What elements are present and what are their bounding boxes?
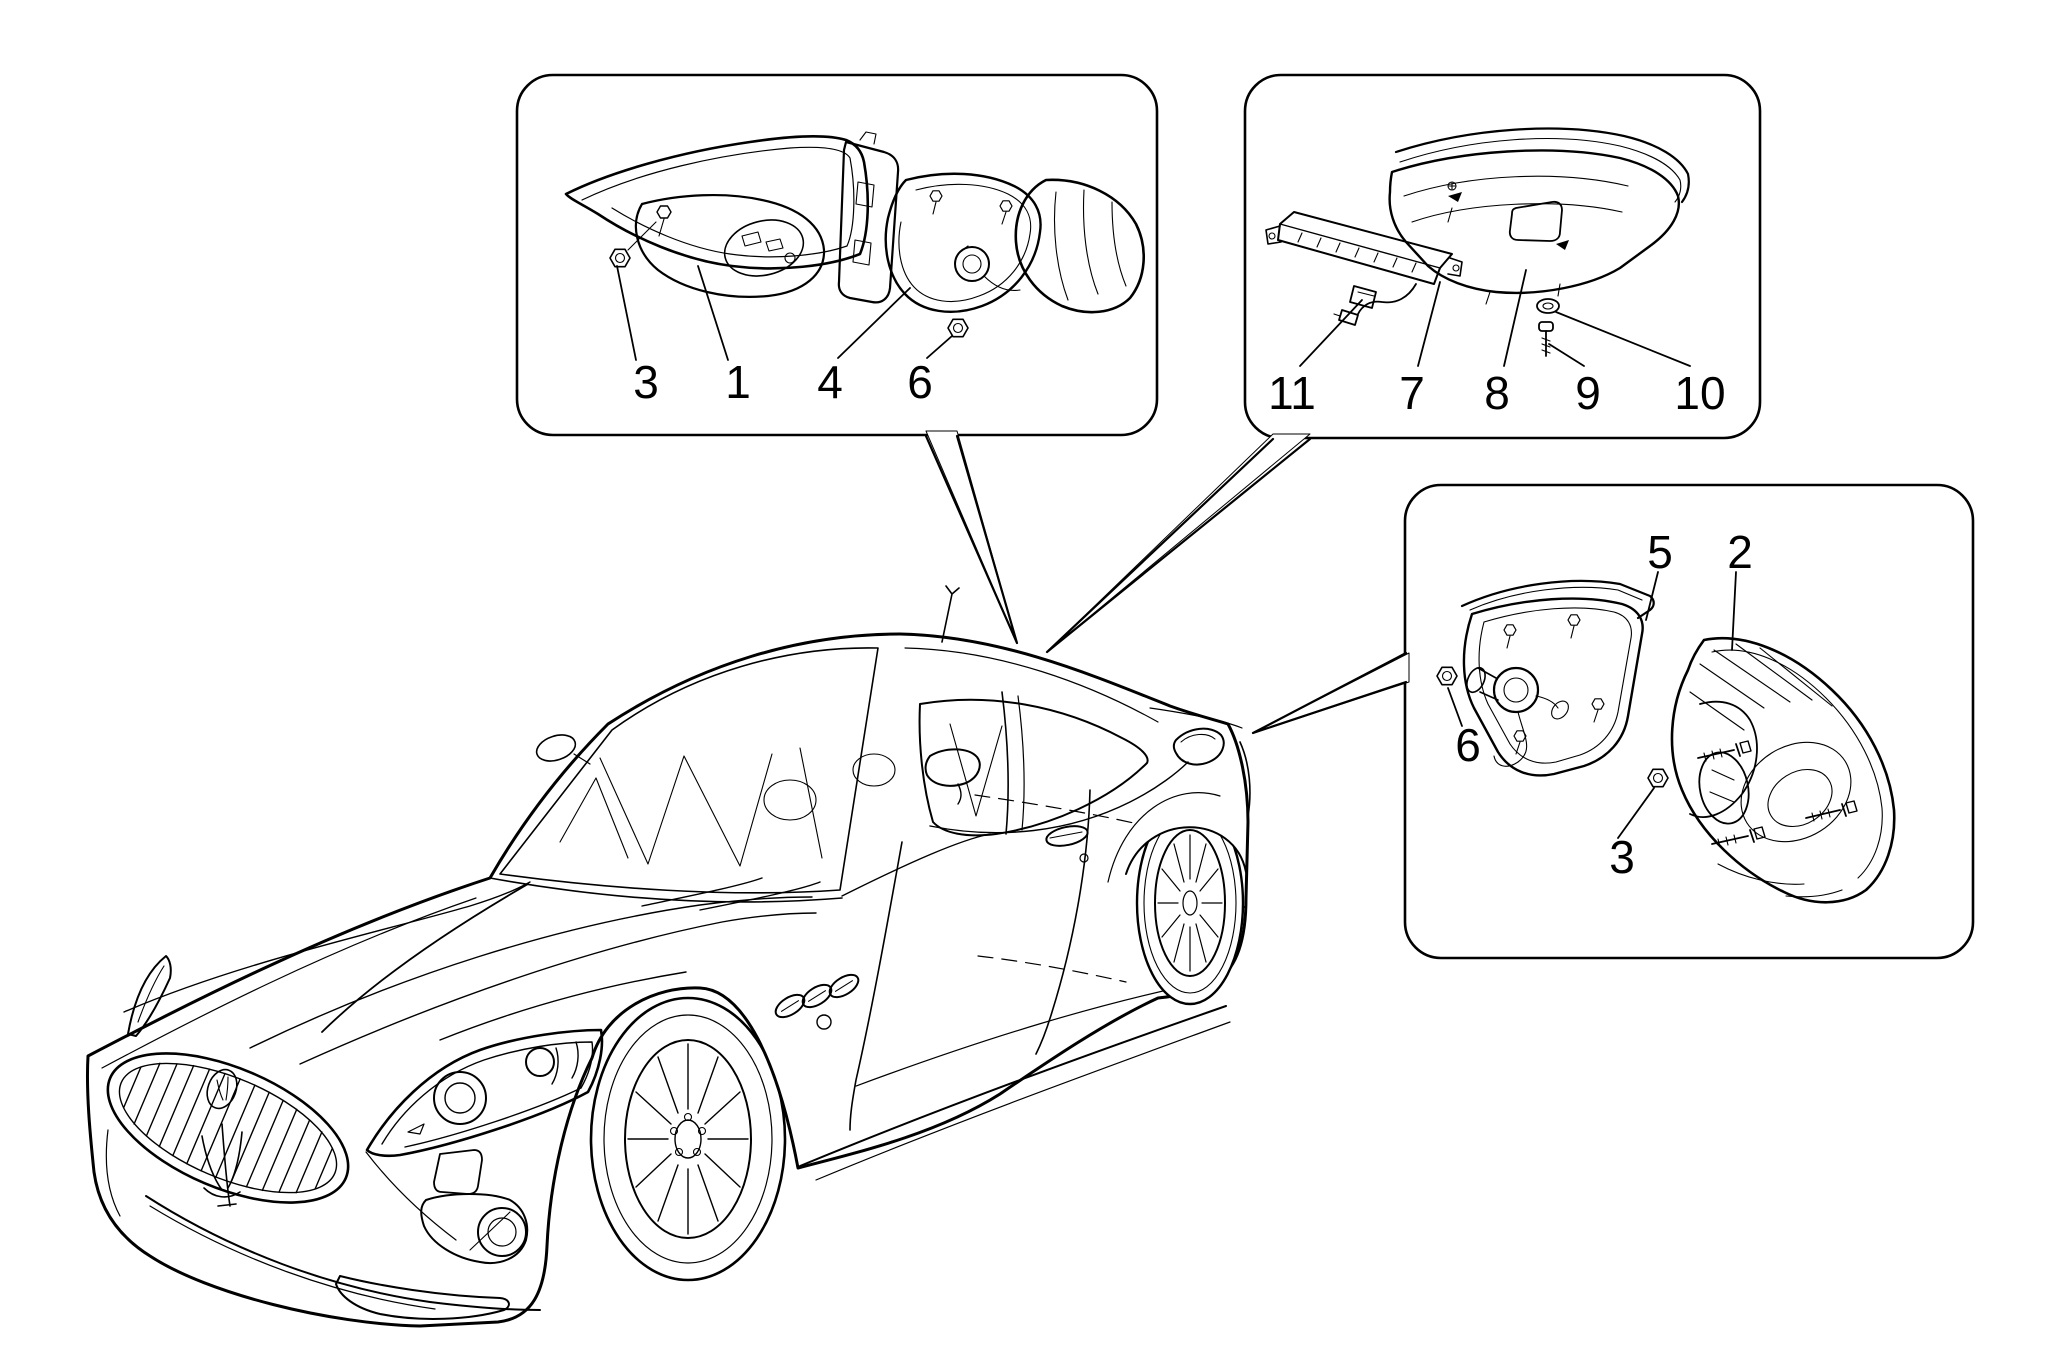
roof-line [904,647,1159,723]
lamp-lens-housing [1670,636,1896,904]
fender-vents [774,973,860,1030]
windshield [499,647,896,894]
front-wheel-spokes [627,1043,749,1235]
shelf-trim-panel [1388,127,1690,305]
callout-frame [515,73,1159,437]
rear-deck-line [1149,707,1243,729]
rear-fender-line [1107,792,1221,883]
taillight-assembly-outer [884,172,1145,338]
part-label: 6 [1455,719,1481,771]
leader-lines [1299,269,1691,367]
part-label: 3 [633,356,659,408]
callout-box-rear-light-right: 5 2 6 3 [1251,483,1975,960]
part-label: 2 [1727,526,1753,578]
screws [1697,740,1858,848]
front-grille [106,1052,350,1207]
cowl-line [489,877,843,903]
part-label: 5 [1647,526,1673,578]
leader-lines [1447,571,1737,839]
side-windows [841,691,1225,897]
lamp-carrier-plate [1460,579,1655,777]
hood-lines [101,881,817,1069]
mount-bracket [837,131,900,304]
callout-box-third-stop-light: 11 7 8 9 10 [1045,73,1762,654]
front-wheel [589,996,787,1282]
door-handle [1045,825,1089,863]
nut-6 [1436,666,1458,686]
rear-corner [1239,741,1251,817]
washer [1536,298,1560,314]
headlight-far-side [127,955,172,1037]
leader-lines [616,265,953,361]
rear-wheel-spokes [1157,834,1223,972]
bulb-socket [954,245,1021,292]
rear-wheel [1135,827,1245,1006]
part-label: 3 [1609,831,1635,883]
side-mirror-right [535,734,591,765]
callout-frame [1403,483,1975,960]
windshield-wipers [641,877,821,911]
bulb-holder [1466,666,1569,720]
headlight-left [365,1028,604,1158]
side-mirror-left [924,748,981,805]
stop-light-strip [1265,211,1463,285]
part-label: 7 [1399,367,1425,419]
taillight-assembly-inner [564,131,900,304]
car-body [85,632,1250,1328]
door-lines [849,789,1139,1131]
trident-emblem [201,1123,243,1207]
part-label: 1 [725,356,751,408]
callout-pointer [924,434,1019,645]
part-label: 8 [1484,367,1510,419]
nut-3 [609,221,657,268]
screw [1538,321,1554,357]
stud [656,205,672,237]
nut-6 [947,318,969,338]
hood-badge [206,1068,238,1110]
rear-wheel-arch [1125,826,1247,875]
callout-frame [1243,73,1762,440]
studs [929,190,1013,225]
studs [1503,614,1605,755]
part-label: 9 [1575,367,1601,419]
part-label: 10 [1674,367,1725,419]
part-label: 4 [817,356,843,408]
front-bumper [105,1129,541,1320]
callout-box-rear-lights: 3 1 4 6 [515,73,1159,645]
part-label: 6 [907,356,933,408]
nut-3 [1647,768,1669,788]
callout-pointer [1251,651,1408,735]
wiring-connector [1333,283,1417,326]
front-wheel-lugs [669,1112,707,1157]
car-illustration [85,585,1251,1328]
roof-antenna [941,585,960,643]
callout-pointer [1045,437,1312,654]
part-label: 11 [1268,367,1316,419]
